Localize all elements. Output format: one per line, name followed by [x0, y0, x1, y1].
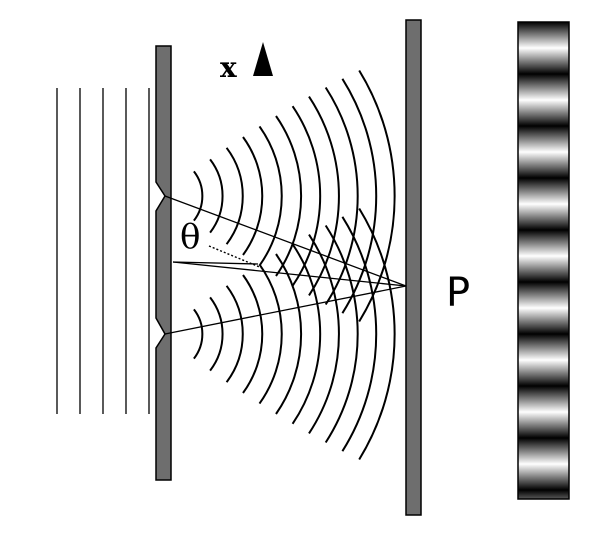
waves-upper-slit [193, 69, 396, 323]
incident-plane-waves [56, 88, 150, 414]
point-p-label: P [446, 270, 470, 316]
x-axis-arrow-icon [253, 42, 273, 76]
x-axis-label: x [220, 51, 237, 84]
interference-pattern [517, 21, 570, 500]
slit-barrier [155, 45, 172, 481]
waves-lower-slit [193, 207, 396, 461]
detection-screen [405, 19, 422, 516]
path-rays [164, 195, 407, 335]
path-difference-line [208, 245, 263, 269]
theta-label: θ [180, 217, 200, 257]
